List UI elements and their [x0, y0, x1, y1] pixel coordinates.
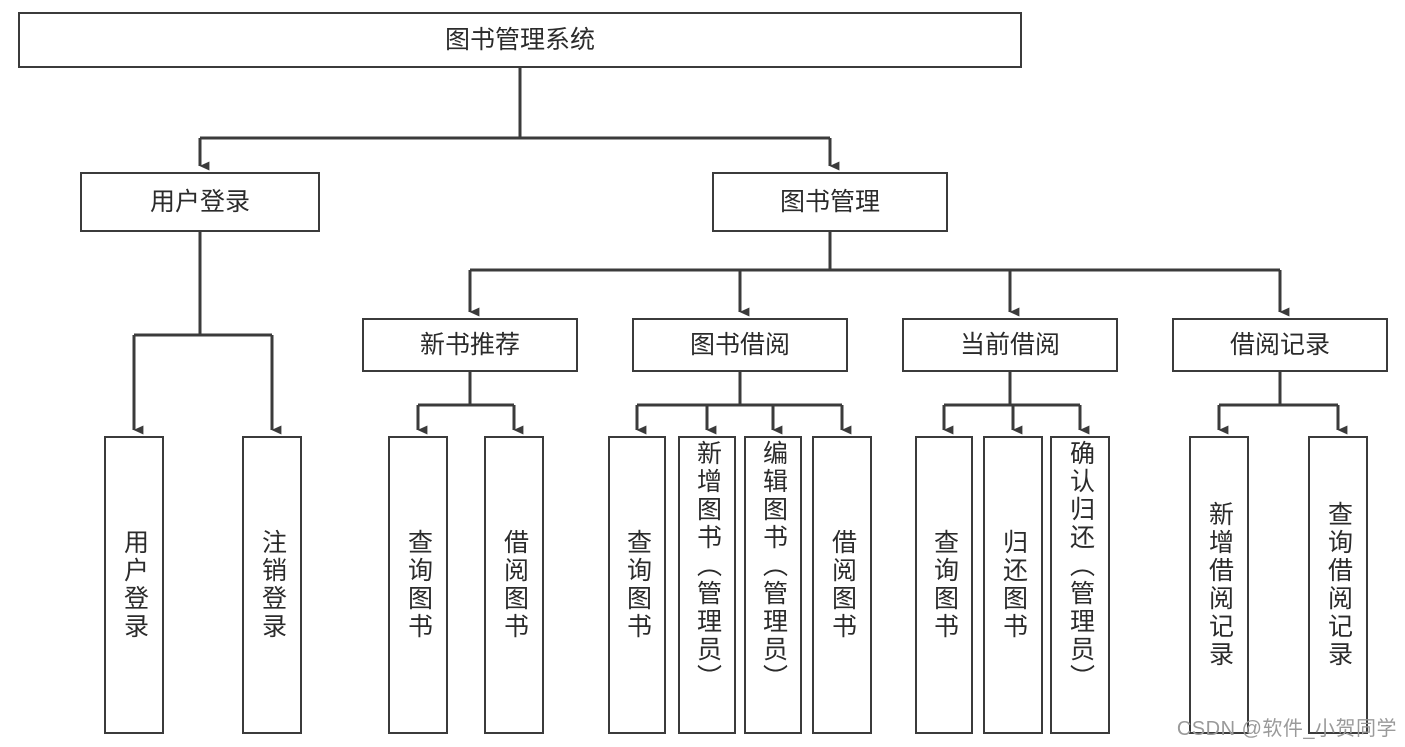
node-book-borrow-label: 图书借阅 — [689, 330, 790, 359]
node-user-login[interactable]: 用户登录 — [80, 172, 320, 232]
node-new-book-rec-label: 新书推荐 — [419, 330, 520, 359]
node-leaf-query-book-rec-label: 查询图书 — [404, 529, 433, 641]
node-root-label: 图书管理系统 — [444, 25, 595, 54]
node-leaf-query-book-current-label: 查询图书 — [930, 529, 959, 641]
node-leaf-query-borrow-record[interactable]: 查询借阅记录 — [1308, 436, 1368, 734]
node-user-login-label: 用户登录 — [149, 187, 250, 216]
node-leaf-logout[interactable]: 注销登录 — [242, 436, 302, 734]
node-new-book-rec[interactable]: 新书推荐 — [362, 318, 578, 372]
node-leaf-add-borrow-record[interactable]: 新增借阅记录 — [1189, 436, 1249, 734]
node-leaf-confirm-return-admin[interactable]: 确认归还（管理员） — [1050, 436, 1110, 734]
node-book-manage-label: 图书管理 — [779, 187, 880, 216]
node-leaf-query-book-borrow-label: 查询图书 — [623, 529, 652, 641]
node-root[interactable]: 图书管理系统 — [18, 12, 1022, 68]
node-leaf-edit-book-admin[interactable]: 编辑图书（管理员） — [744, 436, 802, 734]
node-current-borrow[interactable]: 当前借阅 — [902, 318, 1118, 372]
node-leaf-user-login-label: 用户登录 — [120, 529, 149, 641]
node-leaf-user-login[interactable]: 用户登录 — [104, 436, 164, 734]
node-book-borrow[interactable]: 图书借阅 — [632, 318, 848, 372]
node-leaf-edit-book-admin-label: 编辑图书（管理员） — [759, 440, 788, 692]
node-leaf-borrow-book-rec[interactable]: 借阅图书 — [484, 436, 544, 734]
node-leaf-query-book-rec[interactable]: 查询图书 — [388, 436, 448, 734]
node-leaf-query-borrow-record-label: 查询借阅记录 — [1324, 501, 1353, 669]
node-current-borrow-label: 当前借阅 — [959, 330, 1060, 359]
node-leaf-add-borrow-record-label: 新增借阅记录 — [1205, 501, 1234, 669]
node-leaf-borrow-book-borrow-label: 借阅图书 — [828, 529, 857, 641]
node-leaf-return-book-label: 归还图书 — [999, 529, 1028, 641]
node-leaf-borrow-book-borrow[interactable]: 借阅图书 — [812, 436, 872, 734]
node-leaf-logout-label: 注销登录 — [258, 529, 287, 641]
node-leaf-query-book-borrow[interactable]: 查询图书 — [608, 436, 666, 734]
node-borrow-record-label: 借阅记录 — [1229, 330, 1330, 359]
node-book-manage[interactable]: 图书管理 — [712, 172, 948, 232]
node-leaf-query-book-current[interactable]: 查询图书 — [915, 436, 973, 734]
node-leaf-add-book-admin[interactable]: 新增图书（管理员） — [678, 436, 736, 734]
node-leaf-borrow-book-rec-label: 借阅图书 — [500, 529, 529, 641]
node-leaf-confirm-return-admin-label: 确认归还（管理员） — [1066, 440, 1095, 692]
node-leaf-return-book[interactable]: 归还图书 — [983, 436, 1043, 734]
node-leaf-add-book-admin-label: 新增图书（管理员） — [693, 440, 722, 692]
node-borrow-record[interactable]: 借阅记录 — [1172, 318, 1388, 372]
